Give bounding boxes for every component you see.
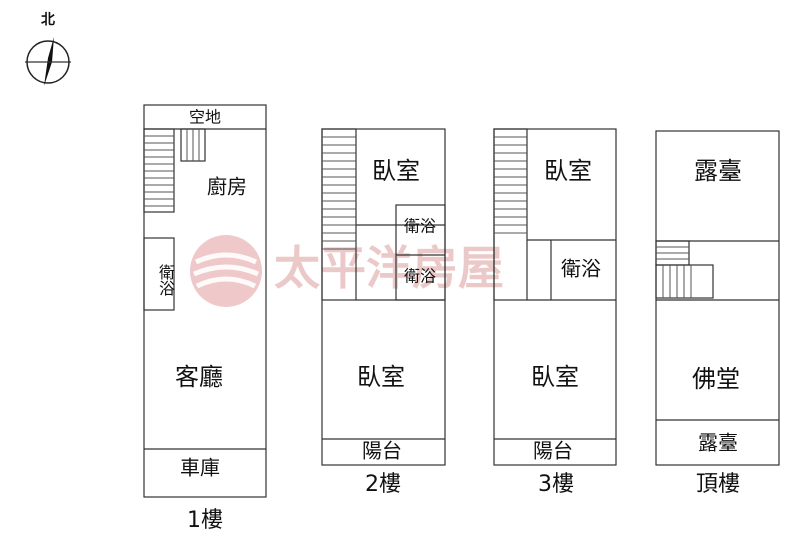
floor-3-plan: 臥室 衛浴 臥室 陽台 3樓 [493, 128, 617, 497]
roof-terrace-top-label: 露臺 [694, 157, 742, 185]
floor-1-kitchen-label: 廚房 [207, 175, 247, 199]
floor-2-staircase [321, 128, 357, 301]
floor-1-living-label: 客廳 [175, 363, 223, 391]
watermark-logo-icon [190, 235, 262, 307]
floor-2-balcony-label: 陽台 [362, 439, 402, 463]
floor-1-garage-label: 車庫 [180, 456, 220, 480]
floor-3-bath-label: 衛浴 [561, 257, 601, 281]
roof-shrine-label: 佛堂 [692, 365, 740, 393]
floor-1-open-space-label: 空地 [189, 108, 221, 127]
floor-1-bath-text: 衛浴 [143, 264, 175, 296]
compass-north-label: 北 [41, 12, 55, 28]
floor-2-bedroom-top-label: 臥室 [372, 157, 420, 185]
floor-1-plan: 空地 廚房 衛浴 客廳 車庫 1樓 [143, 104, 267, 533]
roof-plan: 露臺 佛堂 露臺 頂樓 [655, 130, 780, 497]
floor-2-plan: 臥室 衛浴 衛浴 臥室 陽台 2樓 [321, 128, 446, 497]
floor-1-staircase [143, 128, 206, 213]
floor-3-bedroom-bottom-label: 臥室 [531, 363, 579, 391]
floor-3-bedroom-top-label: 臥室 [544, 157, 592, 185]
roof-title: 頂樓 [696, 472, 740, 497]
floor-2-bedroom-bottom-label: 臥室 [357, 363, 405, 391]
floor-2-bath-2-label: 衛浴 [404, 267, 436, 286]
floor-1-bath-label: 衛浴 [143, 264, 175, 296]
roof-staircase [655, 240, 714, 299]
floor-2-bath-1-label: 衛浴 [404, 217, 436, 236]
floor-3-title: 3樓 [538, 472, 574, 497]
floor-2-title: 2樓 [365, 472, 401, 497]
floor-3-balcony-label: 陽台 [533, 439, 573, 463]
floor-1-title: 1樓 [187, 508, 223, 533]
north-compass: 北 [25, 12, 71, 86]
watermark-text: 太平洋房屋 [274, 241, 504, 295]
roof-terrace-bottom-label: 露臺 [698, 431, 738, 455]
watermark: 太平洋房屋 [190, 235, 504, 307]
floor-3-staircase [493, 128, 528, 301]
